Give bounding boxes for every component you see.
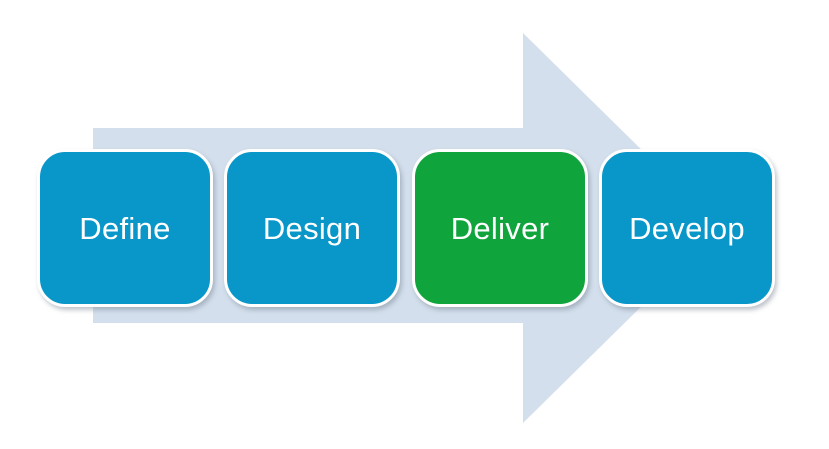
step-deliver-label: Deliver <box>450 210 550 246</box>
step-box-define: Define <box>37 149 213 307</box>
step-define-label: Define <box>79 210 171 246</box>
step-box-develop: Develop <box>599 149 775 307</box>
right-arrow-shape <box>93 33 721 423</box>
step-design-label: Design <box>262 210 362 246</box>
step-box-design: Design <box>224 149 400 307</box>
step-box-deliver: Deliver <box>412 149 588 307</box>
step-develop-label: Develop <box>629 210 745 246</box>
